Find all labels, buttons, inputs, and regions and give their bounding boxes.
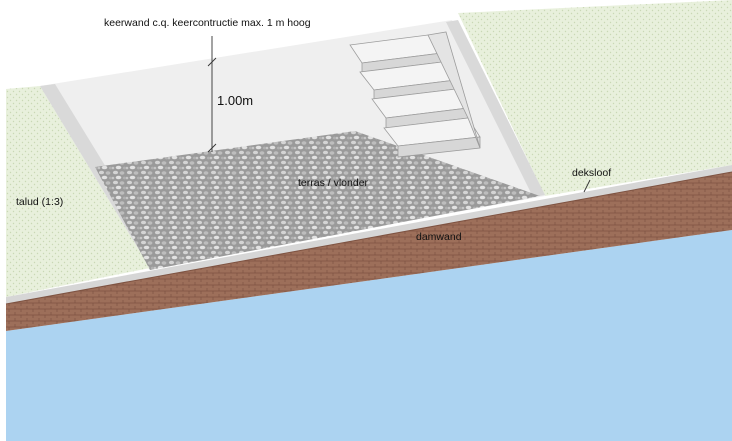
- wall-note-label: keerwand c.q. keercontructie max. 1 m ho…: [104, 17, 311, 29]
- dimension-tick-bottom: [207, 143, 217, 153]
- height-dimension-label: 1.00m: [217, 93, 253, 108]
- capping-beam-label: deksloof: [572, 167, 611, 179]
- dimension-tick-top: [207, 57, 217, 67]
- stairs: [349, 31, 481, 158]
- slope-label: talud (1:3): [16, 196, 63, 208]
- left-slope-grass: [6, 86, 150, 297]
- terrace-paving: [95, 131, 540, 270]
- deksloof-leader: [583, 179, 591, 193]
- water-surface: [6, 230, 732, 441]
- sheet-piling: [6, 172, 732, 331]
- right-wall-face: [446, 20, 545, 197]
- capping-beam: [6, 165, 732, 304]
- sheet-piling-label: damwand: [416, 231, 462, 243]
- terrace-label: terras / vlonder: [298, 177, 369, 189]
- right-grass: [458, 0, 732, 196]
- sheet-piling-edge: [5, 171, 732, 305]
